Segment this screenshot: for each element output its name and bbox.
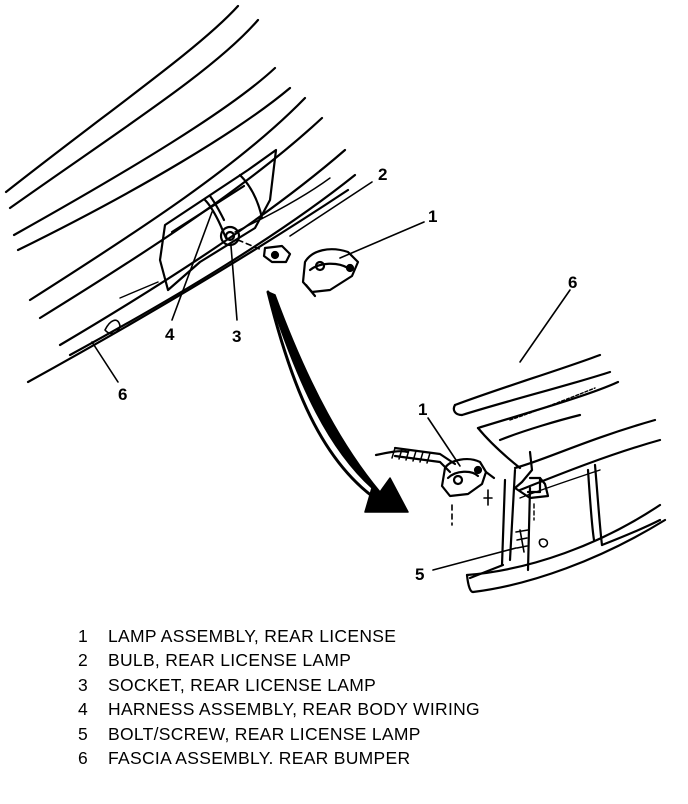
detail-bracket: [513, 450, 550, 521]
legend-item: 6 FASCIA ASSEMBLY. REAR BUMPER: [78, 746, 480, 770]
legend-number: 2: [78, 650, 89, 671]
harness-and-socket: [203, 194, 263, 251]
legend-number: 4: [78, 699, 89, 720]
callout-1-top: 1: [428, 207, 437, 226]
callout-1-detail: 1: [418, 400, 427, 419]
leader-lines-lower: [427, 289, 571, 571]
callout-6-left: 6: [118, 385, 127, 404]
callout-3-top: 3: [232, 327, 241, 346]
license-pocket: [158, 148, 278, 292]
legend-text: SOCKET, REAR LICENSE LAMP: [108, 674, 377, 695]
legend-item: 3 SOCKET, REAR LICENSE LAMP: [78, 673, 480, 697]
rear-bumper-fascia-left: [26, 188, 350, 384]
legend-text: HARNESS ASSEMBLY, REAR BODY WIRING: [108, 699, 480, 720]
legend-number: 3: [78, 674, 89, 695]
legend-text: BOLT/SCREW, REAR LICENSE LAMP: [108, 723, 421, 744]
callout-labels: 1 2 3 4 6 6 1 5: [118, 165, 577, 584]
legend-item: 5 BOLT/SCREW, REAR LICENSE LAMP: [78, 722, 480, 746]
legend-item: 2 BULB, REAR LICENSE LAMP: [78, 648, 480, 672]
legend-number: 6: [78, 748, 89, 769]
legend-item: 1 LAMP ASSEMBLY, REAR LICENSE: [78, 624, 480, 648]
leader-lines-upper: [91, 181, 425, 383]
bulb-top: [262, 244, 292, 264]
legend-number: 5: [78, 723, 89, 744]
legend-number: 1: [78, 626, 89, 646]
callout-2-top: 2: [378, 165, 387, 184]
callout-5-detail: 5: [415, 565, 424, 584]
legend-item: 4 HARNESS ASSEMBLY, REAR BODY WIRING: [78, 697, 480, 721]
legend-text: BULB, REAR LICENSE LAMP: [108, 650, 352, 671]
parts-legend: 1 LAMP ASSEMBLY, REAR LICENSE 2 BULB, REAR…: [78, 624, 480, 770]
callout-4-top: 4: [165, 325, 175, 344]
detail-arrow: [266, 290, 409, 513]
detail-lamp-assembly: [374, 446, 496, 526]
legend-text: LAMP ASSEMBLY, REAR LICENSE: [108, 626, 397, 646]
lamp-assembly-top: [301, 248, 360, 298]
callout-6-right: 6: [568, 273, 577, 292]
detail-fascia: [452, 353, 667, 594]
legend-text: FASCIA ASSEMBLY. REAR BUMPER: [108, 748, 411, 769]
rear-body-panel: [4, 4, 357, 357]
